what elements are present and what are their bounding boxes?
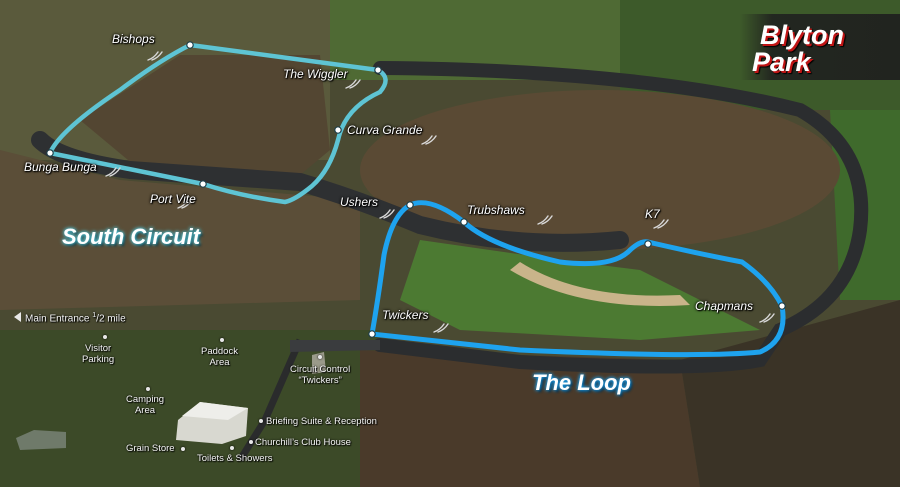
- infield-field: [360, 90, 840, 250]
- gravel-trap: [510, 262, 690, 306]
- entrance-text: Main Entrance: [25, 313, 90, 325]
- briefing-suite-dot: [259, 419, 263, 423]
- marker-wiggler: [374, 66, 382, 74]
- field-left: [0, 150, 360, 310]
- facility-camping-area: Camping Area: [126, 394, 165, 416]
- logo-line-2: Park: [752, 47, 811, 77]
- corner-label-chapmans: Chapmans: [695, 299, 754, 313]
- corner-label-k7: K7: [645, 207, 660, 221]
- facility-visitor-parking: Visitor Parking: [82, 343, 115, 365]
- facility-toilets-showers: Toilets & Showers: [197, 453, 273, 464]
- arrow-left-icon: [14, 312, 21, 323]
- circuit-control-dot: [318, 355, 322, 359]
- marker-port-vite: [199, 180, 207, 188]
- main-entrance-label: Main Entrance 1/2 mile: [14, 312, 126, 324]
- grain-store-dot: [181, 447, 185, 451]
- field-bottom-right: [680, 300, 900, 487]
- south-circuit-line: [47, 42, 388, 205]
- field-bottom-mid: [360, 350, 700, 487]
- marker-ushers: [406, 201, 414, 209]
- paddock-apron: [290, 340, 380, 352]
- camping-area-dot: [146, 387, 150, 391]
- marker-trubshaws: [460, 218, 468, 226]
- facility-briefing-suite: Briefing Suite & Reception: [266, 416, 377, 427]
- facility-paddock-area: Paddock Area: [201, 346, 238, 368]
- circuit-label-south: South Circuit: [62, 224, 201, 249]
- loop-circuit-line: [369, 200, 786, 358]
- corner-label-twickers: Twickers: [382, 308, 429, 322]
- control-tower: [312, 352, 326, 374]
- infield-left: [80, 55, 330, 175]
- corner-label-port-vite: Port Vite: [150, 192, 196, 206]
- marker-curva-grande: [334, 126, 342, 134]
- corner-label-bishops: Bishops: [112, 32, 155, 46]
- marker-chapmans: [778, 302, 786, 310]
- circuit-label-loop: The Loop: [532, 370, 631, 395]
- paddock-area-dot: [220, 338, 224, 342]
- logo: Blyton Park: [740, 14, 900, 80]
- marker-bishops: [186, 41, 194, 49]
- facility-churchills-club-house: Churchill’s Club House: [255, 437, 351, 448]
- corner-label-trubshaws: Trubshaws: [467, 203, 525, 217]
- outer-track: [373, 61, 869, 374]
- toilets-dot: [230, 446, 234, 450]
- entrance-fraction-tail: /2 mile: [96, 313, 126, 325]
- marker-twickers: [368, 330, 376, 338]
- building-roof: [182, 402, 248, 420]
- club-house-dot: [249, 440, 253, 444]
- corner-label-the-wiggler: The Wiggler: [283, 67, 348, 81]
- grain-store-building: [16, 430, 66, 450]
- corner-label-bunga-bunga: Bunga Bunga: [24, 160, 97, 174]
- entrance-fraction-num: 1: [92, 312, 97, 319]
- corner-label-curva-grande: Curva Grande: [347, 123, 423, 137]
- corner-label-ushers: Ushers: [340, 195, 379, 209]
- access-road: [237, 338, 304, 462]
- logo-line-1: Blyton: [760, 20, 844, 50]
- facility-grain-store: Grain Store: [126, 443, 175, 454]
- facility-circuit-control: Circuit Control “Twickers”: [290, 364, 351, 386]
- marker-k7: [644, 240, 652, 248]
- visitor-parking-dot: [103, 335, 107, 339]
- marker-bunga-bunga: [46, 149, 54, 157]
